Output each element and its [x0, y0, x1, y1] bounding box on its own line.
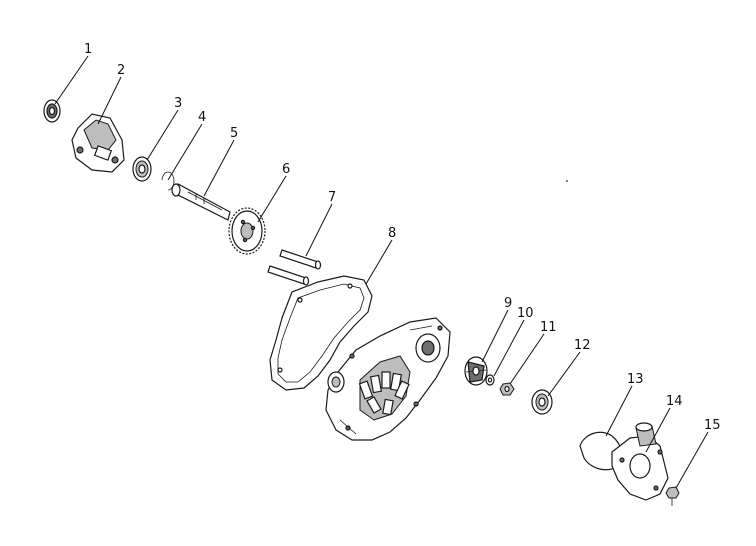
part-1-seal-ring[interactable]	[43, 99, 61, 123]
part-5-shaft[interactable]	[171, 183, 231, 221]
part-9-impeller[interactable]	[464, 356, 488, 386]
leader-lines	[54, 55, 709, 489]
part-10-washer[interactable]	[485, 374, 495, 386]
part-8-cover-gasket[interactable]	[269, 275, 373, 391]
part-3-bearing[interactable]	[132, 156, 152, 182]
part-6-gear[interactable]	[228, 207, 266, 255]
callout-7: 7	[328, 190, 336, 205]
callout-11: 11	[540, 320, 557, 335]
stator-coils	[358, 371, 410, 416]
crankcase-cover[interactable]	[325, 317, 451, 441]
callout-15: 15	[704, 418, 721, 433]
part-4-circlip[interactable]	[161, 171, 175, 191]
part-14-water-pump-cover[interactable]	[611, 422, 669, 501]
callout-14: 14	[666, 394, 683, 409]
part-15-bolt[interactable]	[665, 486, 680, 506]
callout-5: 5	[230, 126, 238, 141]
callout-2: 2	[117, 63, 125, 78]
callout-3: 3	[174, 96, 182, 111]
callout-9: 9	[504, 296, 512, 311]
stray-dot	[566, 180, 568, 182]
callout-labels: 1 2 3 4 5 6 7 8 9 10 11 12 13 14 15	[84, 42, 721, 433]
callout-12: 12	[574, 338, 591, 353]
part-11-nut[interactable]	[499, 382, 515, 396]
callout-1: 1	[84, 42, 92, 57]
part-7-dowel-pins[interactable]	[267, 249, 322, 286]
part-2-oil-pump-housing[interactable]	[71, 113, 125, 173]
callout-8: 8	[388, 226, 396, 241]
callout-10: 10	[517, 306, 534, 321]
callout-13: 13	[627, 372, 644, 387]
callout-4: 4	[198, 110, 206, 125]
callout-6: 6	[282, 162, 290, 177]
part-12-oil-seal[interactable]	[531, 389, 553, 415]
